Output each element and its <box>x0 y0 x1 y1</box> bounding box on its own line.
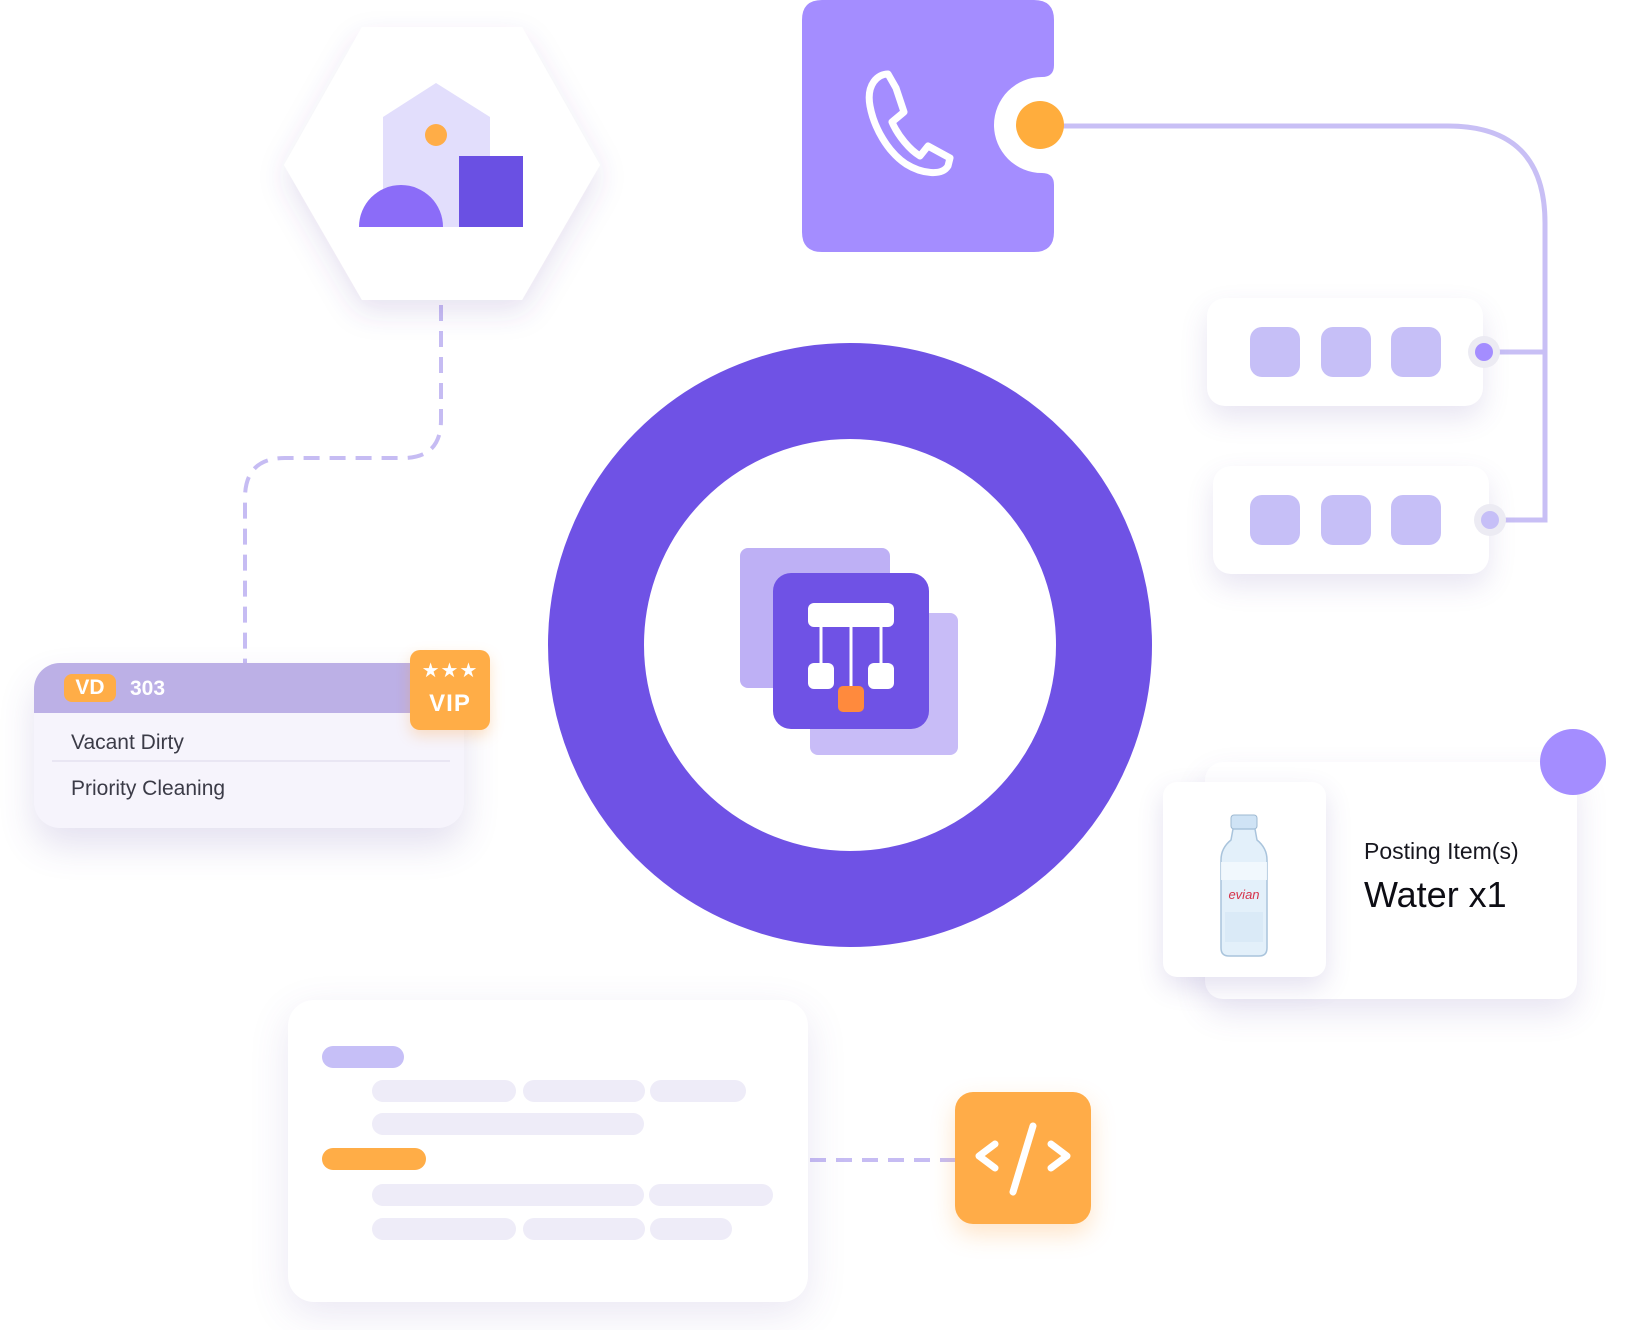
posting-value: Water x1 <box>1364 874 1507 915</box>
room-status-text: Vacant Dirty <box>71 731 184 754</box>
code-line <box>650 1080 746 1102</box>
code-line <box>523 1080 645 1102</box>
control-key[interactable] <box>1250 495 1300 545</box>
code-line <box>322 1046 404 1068</box>
code-line <box>372 1218 516 1240</box>
control-key[interactable] <box>1321 327 1371 377</box>
room-card-header: VD 303 <box>34 663 464 713</box>
control-key[interactable] <box>1391 495 1441 545</box>
hotel-to-room-connector <box>243 305 443 663</box>
code-line <box>650 1218 732 1240</box>
room-card-divider <box>52 760 450 762</box>
hotel-icon <box>359 83 523 227</box>
posting-label: Posting Item(s) <box>1364 838 1519 864</box>
code-editor-card <box>288 1000 808 1302</box>
star-rating-icon: ★★★ <box>421 660 479 682</box>
code-line <box>322 1148 426 1170</box>
hierarchy-icon <box>808 603 894 712</box>
product-brand: evian <box>1228 887 1259 902</box>
control-panel-top[interactable] <box>1207 298 1483 406</box>
control-key[interactable] <box>1250 327 1300 377</box>
code-line <box>523 1218 645 1240</box>
phone-connector <box>1040 123 1548 523</box>
code-line <box>372 1113 644 1135</box>
code-button[interactable] <box>955 1092 1091 1224</box>
code-line <box>649 1184 773 1206</box>
vip-badge: ★★★ VIP <box>410 650 490 730</box>
room-task-text: Priority Cleaning <box>71 777 226 800</box>
product-thumbnail: evian <box>1163 782 1326 977</box>
water-bottle-icon: evian <box>1220 814 1268 957</box>
room-status-badge: VD <box>64 674 116 702</box>
control-key[interactable] <box>1391 327 1441 377</box>
room-number: 303 <box>130 677 166 700</box>
code-line <box>372 1184 644 1206</box>
phone-icon <box>865 70 954 176</box>
code-icon <box>975 1122 1071 1196</box>
control-key[interactable] <box>1321 495 1371 545</box>
control-panel-bottom[interactable] <box>1213 466 1489 574</box>
room-status-card[interactable]: VD 303 Vacant Dirty Priority Cleaning <box>34 663 464 828</box>
vip-label: VIP <box>429 690 471 717</box>
code-line <box>372 1080 516 1102</box>
